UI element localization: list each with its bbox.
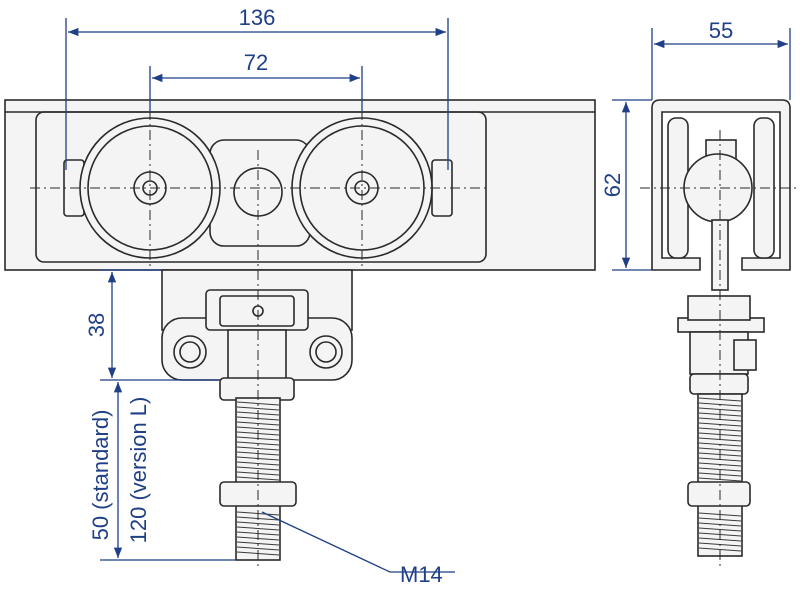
side-lock-nut bbox=[733, 339, 757, 371]
left-bolt bbox=[179, 341, 201, 363]
label-72: 72 bbox=[244, 50, 268, 75]
dimension-lines bbox=[65, 18, 791, 573]
thread-line bbox=[698, 467, 742, 472]
front-view bbox=[4, 99, 596, 570]
thread-line bbox=[698, 447, 742, 452]
thread-line bbox=[236, 541, 280, 546]
thread-line bbox=[698, 407, 742, 412]
dimension-labels: 136 72 55 62 38 50 (standard) 120 (versi… bbox=[84, 5, 733, 587]
bolt-shank-upper bbox=[227, 329, 287, 383]
thread-line bbox=[236, 446, 280, 451]
side-hex-head bbox=[687, 295, 751, 321]
left-bolt-hole bbox=[173, 335, 207, 369]
thread-line bbox=[236, 546, 280, 551]
hex-head bbox=[219, 295, 295, 327]
trolley-frame bbox=[35, 111, 487, 263]
thread-line bbox=[236, 401, 280, 406]
label-thread-standard: 50 (standard) bbox=[88, 410, 113, 541]
thread-line bbox=[236, 426, 280, 431]
upper-nut bbox=[219, 377, 295, 401]
label-55: 55 bbox=[709, 18, 733, 43]
side-lower-nut bbox=[687, 481, 751, 507]
label-62: 62 bbox=[600, 173, 625, 197]
thread-line bbox=[236, 421, 280, 426]
thread-line bbox=[236, 406, 280, 411]
right-bolt bbox=[315, 341, 337, 363]
label-m14: M14 bbox=[400, 562, 443, 587]
thread-line bbox=[236, 441, 280, 446]
thread-line bbox=[236, 461, 280, 466]
thread-line bbox=[698, 547, 742, 552]
side-upper-nut bbox=[689, 373, 749, 395]
label-38: 38 bbox=[84, 313, 109, 337]
thread-line bbox=[698, 427, 742, 432]
thread-line bbox=[236, 466, 280, 471]
thread-line bbox=[236, 526, 280, 531]
m14-leader bbox=[261, 511, 455, 573]
label-136: 136 bbox=[239, 5, 276, 30]
side-view bbox=[640, 99, 800, 570]
thread-line bbox=[236, 521, 280, 526]
thread-line bbox=[698, 527, 742, 532]
c-profile bbox=[651, 99, 791, 271]
right-bolt-hole bbox=[309, 335, 343, 369]
label-thread-version-l: 120 (version L) bbox=[126, 397, 151, 544]
